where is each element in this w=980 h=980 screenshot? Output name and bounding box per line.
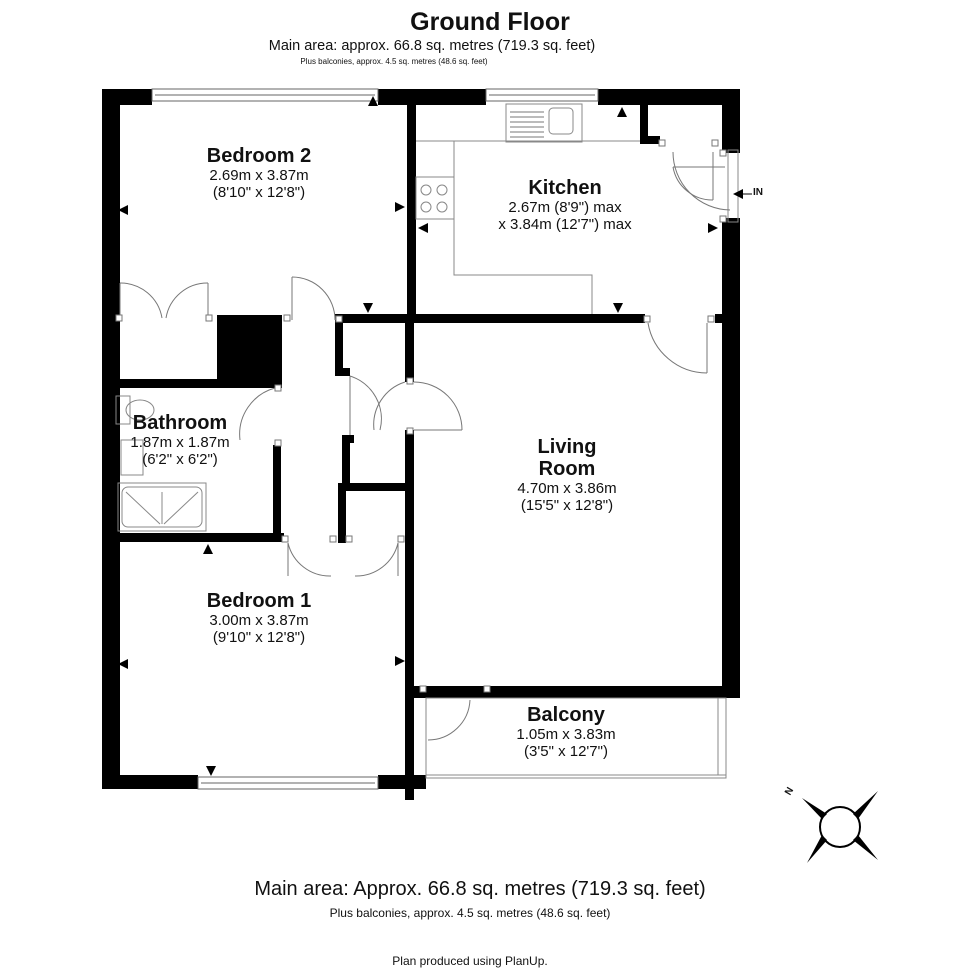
- room-dimension-imperial: x 3.84m (12'7") max: [498, 216, 632, 233]
- arrow-left-icon: [118, 659, 128, 669]
- room-dimension-metric: 2.69m x 3.87m: [209, 167, 309, 184]
- room-dimension-metric: 3.00m x 3.87m: [209, 612, 309, 629]
- main-area-summary: Main area: approx. 66.8 sq. metres (719.…: [268, 38, 596, 54]
- arrow-left-icon: [418, 223, 428, 233]
- fixtures: [115, 103, 739, 779]
- walls: [102, 89, 740, 800]
- room-dimension-imperial: (8'10" x 12'8"): [212, 184, 306, 201]
- door-jambs: [115, 139, 727, 693]
- arrow-right-icon: [395, 656, 405, 666]
- room-name: Living: [537, 436, 597, 458]
- room-dimension-imperial: (15'5" x 12'8"): [520, 497, 614, 514]
- footer-balcony-area: Plus balconies, approx. 4.5 sq. metres (…: [329, 906, 611, 920]
- room-label-balcony: Balcony 1.05m x 3.83m (3'5" x 12'7"): [516, 704, 615, 760]
- balcony-area-summary: Plus balconies, approx. 4.5 sq. metres (…: [300, 57, 488, 66]
- arrow-down-icon: [206, 766, 216, 776]
- room-label-living-room: Living Room 4.70m x 3.86m (15'5" x 12'8"…: [517, 436, 616, 514]
- room-dimension-imperial: (3'5" x 12'7"): [524, 743, 608, 760]
- entrance-arrow-icon: [733, 189, 743, 199]
- room-dimension-metric: 1.05m x 3.83m: [516, 726, 616, 743]
- arrow-left-icon: [118, 205, 128, 215]
- arrow-up-icon: [203, 544, 213, 554]
- arrow-down-icon: [613, 303, 623, 313]
- room-name: Kitchen: [528, 177, 602, 199]
- room-dimension-metric: 1.87m x 1.87m: [130, 434, 230, 451]
- arrow-down-icon: [363, 303, 373, 313]
- arrow-up-icon: [368, 96, 378, 106]
- entrance-label: IN: [753, 187, 763, 198]
- room-name: Bathroom: [132, 412, 228, 434]
- room-label-bedroom-1: Bedroom 1 3.00m x 3.87m (9'10" x 12'8"): [207, 590, 311, 646]
- footer-main-area: Main area: Approx. 66.8 sq. metres (719.…: [254, 878, 706, 900]
- room-name-line-2: Room: [538, 458, 596, 480]
- arrow-right-icon: [708, 223, 718, 233]
- room-dimension-imperial: (6'2" x 6'2"): [142, 451, 218, 468]
- room-label-bedroom-2: Bedroom 2 2.69m x 3.87m (8'10" x 12'8"): [207, 145, 311, 201]
- doors: [119, 151, 731, 741]
- dimension-arrows: [118, 96, 752, 776]
- room-name: Bedroom 1: [206, 590, 312, 612]
- windows: [151, 88, 599, 790]
- room-label-kitchen: Kitchen 2.67m (8'9") max x 3.84m (12'7")…: [498, 177, 631, 233]
- arrow-right-icon: [395, 202, 405, 212]
- plan-credit: Plan produced using PlanUp.: [392, 954, 548, 968]
- arrow-up-icon: [617, 107, 627, 117]
- room-name: Bedroom 2: [206, 145, 312, 167]
- room-dimension-metric: 4.70m x 3.86m: [517, 480, 617, 497]
- floor-title: Ground Floor: [410, 8, 570, 36]
- room-name: Balcony: [527, 704, 605, 726]
- room-dimension-metric: 2.67m (8'9") max: [508, 199, 622, 216]
- compass-icon: [802, 791, 878, 863]
- room-dimension-imperial: (9'10" x 12'8"): [212, 629, 306, 646]
- room-label-bathroom: Bathroom 1.87m x 1.87m (6'2" x 6'2"): [130, 412, 229, 468]
